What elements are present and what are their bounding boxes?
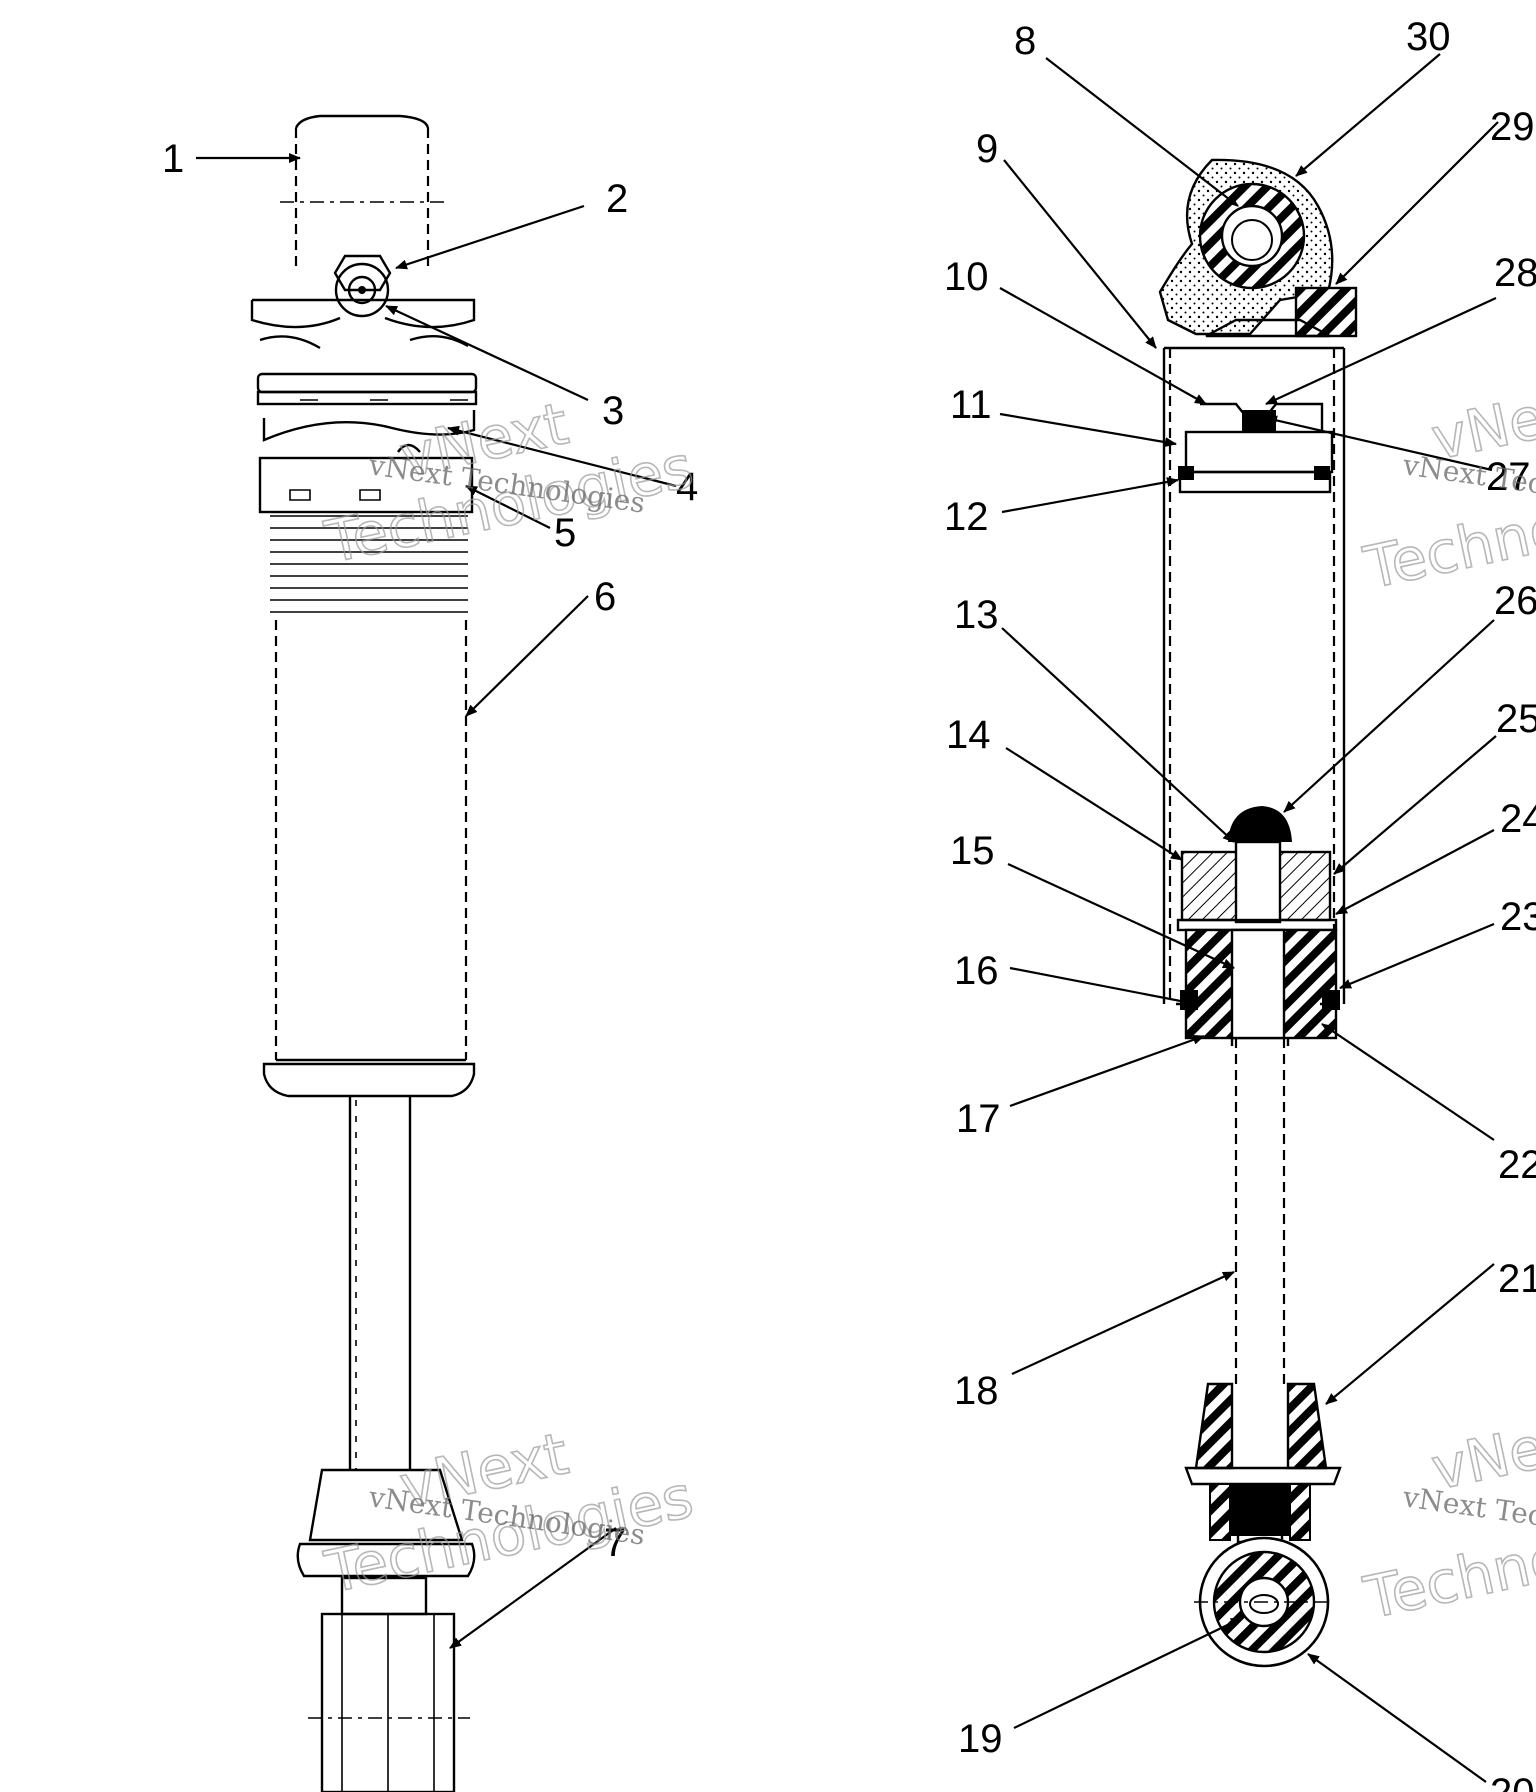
callout-7: 7 xyxy=(604,1521,626,1565)
callout-19: 19 xyxy=(958,1717,1003,1761)
leader-lines xyxy=(196,53,1499,1783)
callout-22: 22 xyxy=(1498,1143,1536,1187)
callout-9: 9 xyxy=(976,127,998,171)
callout-28: 28 xyxy=(1494,251,1536,295)
callout-13: 13 xyxy=(954,593,999,637)
callout-6: 6 xyxy=(594,575,616,619)
thread-lines xyxy=(270,515,468,613)
callout-2: 2 xyxy=(606,177,628,221)
callout-1: 1 xyxy=(162,137,184,181)
right-shock-section xyxy=(1158,158,1358,1668)
callout-27: 27 xyxy=(1486,455,1531,499)
callout-11: 11 xyxy=(950,383,992,427)
callout-15: 15 xyxy=(950,829,995,873)
callout-8: 8 xyxy=(1014,19,1036,63)
callout-21: 21 xyxy=(1498,1257,1536,1301)
callout-29: 29 xyxy=(1490,105,1535,149)
callout-18: 18 xyxy=(954,1369,999,1413)
callout-20: 20 xyxy=(1490,1771,1535,1792)
callout-14: 14 xyxy=(946,713,991,757)
callout-12: 12 xyxy=(944,495,989,539)
callout-24: 24 xyxy=(1500,797,1536,841)
callout-3: 3 xyxy=(602,389,624,433)
callout-numbers: 1 2 3 4 5 6 7 8 9 10 11 12 13 14 15 16 1… xyxy=(162,15,1536,1792)
callout-10: 10 xyxy=(944,255,989,299)
callout-16: 16 xyxy=(954,949,999,993)
callout-5: 5 xyxy=(554,511,576,555)
callout-25: 25 xyxy=(1496,697,1536,741)
callout-30: 30 xyxy=(1406,15,1451,59)
watermarks: vNext Technologies vNext Technologies vN… xyxy=(318,371,1536,1633)
callout-23: 23 xyxy=(1500,895,1536,939)
left-shock-exterior xyxy=(250,114,478,1792)
callout-17: 17 xyxy=(956,1097,1001,1141)
callout-26: 26 xyxy=(1494,579,1536,623)
callout-4: 4 xyxy=(676,465,698,509)
